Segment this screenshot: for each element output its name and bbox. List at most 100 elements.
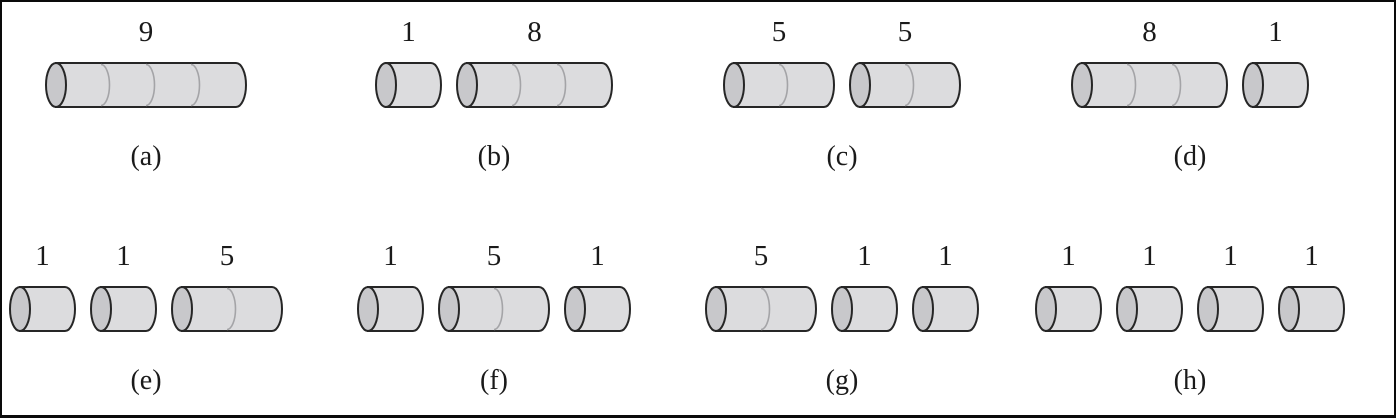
pieces-row: 1 1 1 1	[1034, 240, 1346, 333]
unit-divider-arc	[100, 63, 111, 107]
rod-piece: 1	[911, 240, 980, 333]
cylinder-end-cap	[438, 285, 460, 332]
cylinder-icon	[849, 62, 961, 108]
piece-value-label: 1	[1223, 239, 1238, 272]
cylinder-end-cap	[1242, 62, 1264, 108]
piece-value-label: 1	[116, 239, 131, 272]
cylinder-icon	[705, 285, 817, 332]
cylinder-icon	[1071, 62, 1228, 108]
cylinder-end-cap	[456, 62, 478, 108]
piece-value-label: 5	[897, 16, 913, 48]
rod-piece: 9	[44, 16, 248, 109]
rod-piece: 5	[437, 240, 551, 333]
rod-piece: 1	[830, 240, 899, 333]
cylinder-icon	[564, 285, 631, 332]
panel-caption: (e)	[130, 364, 162, 396]
rod-piece: 1	[356, 240, 425, 333]
cylinder-end-cap	[705, 285, 727, 332]
rod-piece: 1	[1277, 240, 1346, 333]
rod-piece: 5	[170, 240, 284, 333]
unit-divider-arc	[556, 63, 567, 107]
rod-piece: 1	[1034, 240, 1103, 333]
panel-h: 1 1 1 1 (h)	[1035, 209, 1394, 416]
cylinder-end-cap	[1035, 285, 1057, 332]
piece-value-label: 1	[857, 239, 872, 272]
rod-piece: 1	[1241, 16, 1310, 109]
cylinder-icon	[1035, 285, 1102, 332]
cylinder-icon	[723, 62, 835, 108]
cylinder-end-cap	[375, 62, 397, 108]
cylinder-end-cap	[357, 285, 379, 332]
unit-divider-arc	[190, 63, 201, 107]
piece-value-label: 1	[1268, 16, 1283, 48]
cylinder-end-cap	[90, 285, 112, 332]
panel-caption: (f)	[480, 364, 508, 396]
cylinder-end-cap	[564, 285, 586, 332]
pieces-row: 9	[44, 16, 248, 109]
cylinder-end-cap	[9, 285, 31, 332]
cylinder-icon	[9, 285, 76, 332]
unit-divider-arc	[511, 63, 522, 107]
cylinder-icon	[1197, 285, 1264, 332]
panel-f: 1 5 1 (f)	[350, 209, 698, 416]
piece-value-label: 5	[219, 239, 235, 272]
cylinder-icon	[456, 62, 613, 108]
cylinder-end-cap	[1278, 285, 1300, 332]
unit-divider-arc	[778, 63, 789, 107]
cylinder-end-cap	[45, 62, 67, 108]
piece-value-label: 1	[938, 239, 953, 272]
cylinder-icon	[831, 285, 898, 332]
cylinder-icon	[45, 62, 247, 108]
panel-g: 5 1 1 (g)	[698, 209, 1046, 416]
cylinder-end-cap	[1197, 285, 1219, 332]
unit-divider-arc	[145, 63, 156, 107]
panel-caption: (g)	[825, 364, 859, 396]
pieces-row: 1 5 1	[356, 240, 632, 333]
piece-value-label: 1	[383, 239, 398, 272]
cylinder-icon	[375, 62, 442, 108]
cylinder-end-cap	[849, 62, 871, 108]
panel-caption: (h)	[1173, 364, 1207, 396]
rod-piece: 1	[1196, 240, 1265, 333]
cylinder-icon	[1116, 285, 1183, 332]
cylinder-icon	[357, 285, 424, 332]
cylinder-icon	[90, 285, 157, 332]
rod-piece: 8	[455, 16, 614, 109]
unit-divider-arc	[904, 63, 915, 107]
cylinder-icon	[171, 285, 283, 332]
cylinder-icon	[1278, 285, 1345, 332]
panel-caption: (c)	[826, 141, 858, 172]
rod-piece: 5	[848, 16, 962, 109]
rod-piece: 1	[1115, 240, 1184, 333]
cylinder-icon	[1242, 62, 1309, 108]
piece-value-label: 1	[1304, 239, 1319, 272]
cylinder-icon	[438, 285, 550, 332]
piece-value-label: 1	[1061, 239, 1076, 272]
panel-caption: (b)	[477, 141, 511, 172]
cylinder-end-cap	[1071, 62, 1093, 108]
unit-divider-arc	[760, 287, 771, 330]
cylinder-end-cap	[831, 285, 853, 332]
cylinder-end-cap	[1116, 285, 1138, 332]
panel-caption: (d)	[1173, 141, 1207, 172]
cylinder-end-cap	[171, 285, 193, 332]
piece-value-label: 5	[753, 239, 769, 272]
rod-piece: 8	[1070, 16, 1229, 109]
piece-value-label: 5	[486, 239, 502, 272]
rod-piece: 1	[563, 240, 632, 333]
unit-divider-arc	[1126, 63, 1137, 107]
